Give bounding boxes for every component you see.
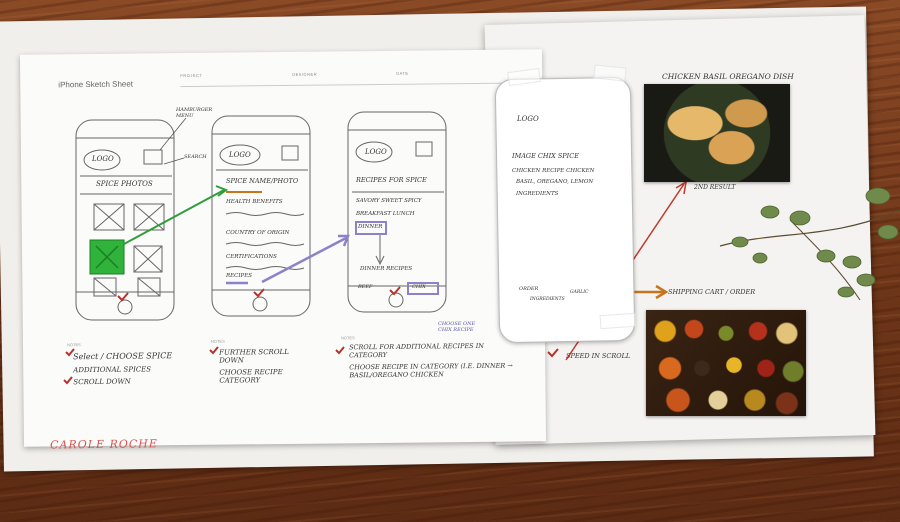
dinner-box xyxy=(355,221,387,235)
search-callout: SEARCH xyxy=(184,154,207,160)
green-flow-arrow xyxy=(123,189,225,245)
card-herbs-line: BASIL, OREGANO, LEMON xyxy=(516,179,594,185)
phone1-title: SPICE PHOTOS xyxy=(96,180,153,188)
phone3-logo: LOGO xyxy=(365,148,387,156)
ingredients-button[interactable]: INGREDIENTS xyxy=(530,297,565,302)
phone1-logo: LOGO xyxy=(92,155,114,163)
phone2-title: SPICE NAME/PHOTO xyxy=(226,177,299,185)
spices-photo xyxy=(646,310,806,416)
shipping-cart-label: SHIPPING CART / ORDER xyxy=(668,288,756,296)
breakfast-lunch-line: BREAKFAST LUNCH xyxy=(356,211,415,217)
selected-spice-x xyxy=(95,245,119,269)
dish-title: CHICKEN BASIL OREGANO DISH xyxy=(662,72,794,81)
check-marks xyxy=(63,286,571,385)
card-title: IMAGE CHIX SPICE xyxy=(512,152,579,160)
dinner-recipes-line: DINNER RECIPES xyxy=(360,266,413,272)
card-recipe-line: CHICKEN RECIPE CHICKEN xyxy=(512,168,595,174)
chicken-dish-photo xyxy=(644,84,790,182)
savory-sweet-spicy-line: SAVORY SWEET SPICY xyxy=(356,198,422,204)
choose-chix-recipe-callout: CHOOSE ONE CHIX RECIPE xyxy=(438,321,476,333)
green-arrowhead xyxy=(215,185,229,197)
hamburger-menu-callout: HAMBURGER MENU xyxy=(176,107,213,119)
recipes-line: RECIPES xyxy=(226,273,253,279)
tape-bottom-right xyxy=(599,312,637,330)
red-arrowhead xyxy=(675,180,688,195)
oregano-sprig xyxy=(719,187,900,301)
chix-option: CHIX xyxy=(412,284,426,290)
purple-arrowhead xyxy=(338,234,350,247)
phone-wireframe-1 xyxy=(75,119,175,321)
beef-option: BEEF xyxy=(358,284,373,290)
chix-box xyxy=(407,282,439,295)
orange-arrowhead xyxy=(655,284,669,300)
certifications-line: CERTIFICATIONS xyxy=(226,254,277,260)
card-logo: LOGO xyxy=(517,115,539,123)
menu-callout-line xyxy=(159,117,187,151)
scroll-note: SPEED IN SCROLL xyxy=(566,352,631,360)
country-of-origin-line: COUNTRY OF ORIGIN xyxy=(226,230,290,236)
phone-wireframe-3 xyxy=(347,111,447,313)
garlic-button[interactable]: GARLIC xyxy=(570,290,589,295)
card-ingredients-line: INGREDIENTS xyxy=(516,191,559,197)
second-result-label: 2ND RESULT xyxy=(694,184,736,191)
phone3-title: RECIPES FOR SPICE xyxy=(356,176,427,184)
phone-wireframe-2 xyxy=(211,115,311,317)
paper-prototype-card xyxy=(494,76,636,344)
order-button[interactable]: ORDER xyxy=(519,286,539,292)
purple-flow-arrow xyxy=(261,236,347,284)
dinner-line: DINNER xyxy=(358,224,383,230)
search-callout-line xyxy=(163,157,185,165)
phone2-logo: LOGO xyxy=(229,151,251,159)
health-benefits-line: HEALTH BENEFITS xyxy=(226,199,283,205)
